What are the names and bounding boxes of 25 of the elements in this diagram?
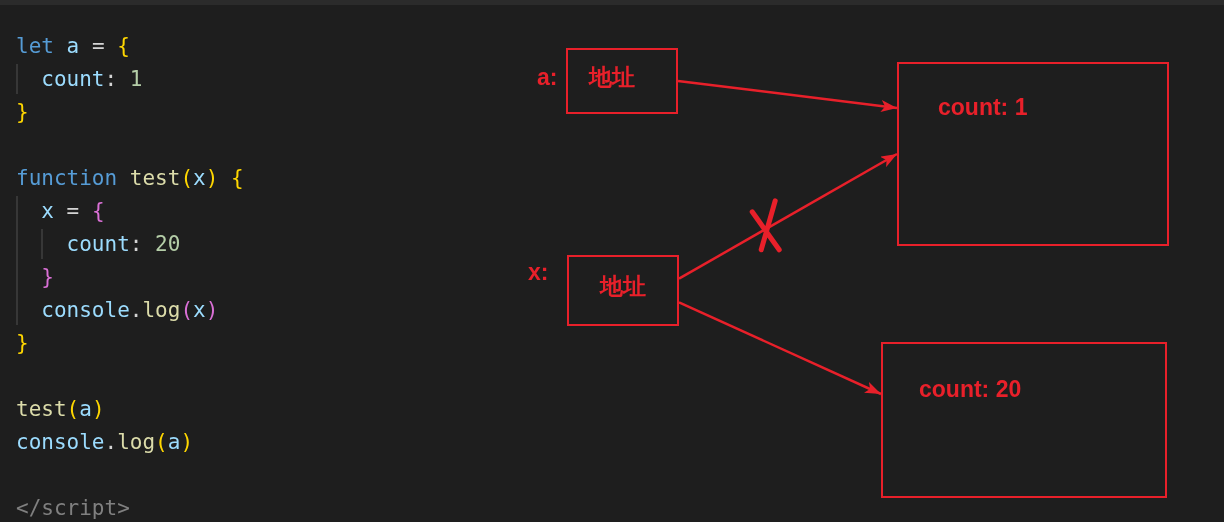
address-box	[567, 255, 679, 326]
code-line: let a = {	[16, 33, 130, 59]
box-text: count: 1	[938, 93, 1028, 121]
address-box	[566, 48, 678, 114]
arrow	[677, 79, 898, 112]
code-line: console.log(x)	[41, 297, 219, 323]
code-line: x = {	[41, 198, 105, 224]
code-line: count: 20	[66, 231, 181, 257]
code-line: }	[16, 330, 29, 356]
code-line: </script>	[16, 495, 130, 521]
object-box	[897, 62, 1169, 246]
arrow	[678, 152, 898, 280]
code-line: function test(x) {	[16, 165, 244, 191]
variable-name: a:	[537, 63, 558, 91]
box-text: count: 20	[919, 375, 1022, 403]
code-line: }	[16, 99, 29, 125]
object-box	[881, 342, 1167, 498]
box-text: 地址	[600, 272, 646, 300]
code-line: count: 1	[41, 66, 143, 92]
code-line: console.log(a)	[16, 429, 194, 455]
variable-name: x:	[528, 258, 549, 286]
box-text: 地址	[589, 63, 635, 91]
arrow	[678, 301, 882, 396]
code-line: }	[41, 264, 54, 290]
code-line: test(a)	[16, 396, 105, 422]
